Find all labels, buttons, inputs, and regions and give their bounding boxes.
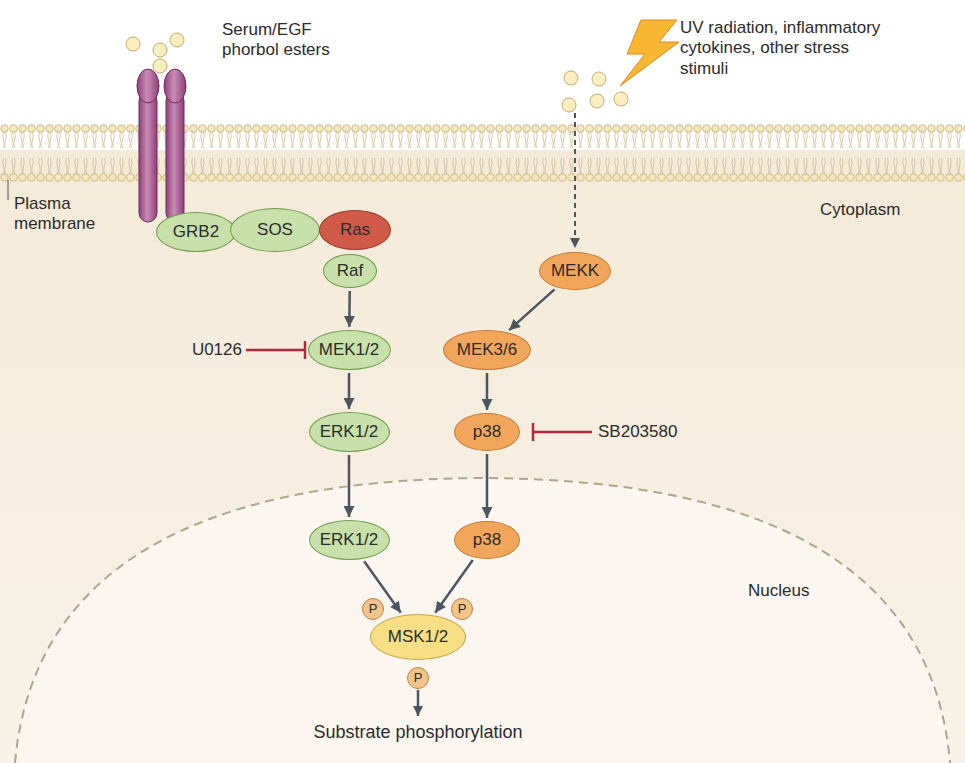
phospho-circle: P: [451, 598, 473, 620]
inhibitor-label: SB203580: [598, 422, 708, 442]
node-text: p38: [473, 423, 501, 442]
phospho-circle: P: [407, 667, 429, 689]
kinase-oval: Raf: [323, 254, 377, 288]
node-text: P: [458, 602, 467, 616]
nucleus-border: [15, 478, 950, 763]
arrow-connector: [486, 454, 489, 518]
compartment-label: Nucleus: [748, 582, 809, 601]
node-text: Raf: [337, 262, 363, 281]
arrow-connector: [348, 455, 351, 517]
kinase-oval: MEKK: [539, 252, 611, 290]
gtpase: Ras: [319, 210, 391, 250]
kinase-oval: p38: [454, 521, 520, 559]
exchange-factor: SOS: [230, 208, 320, 252]
arrow-connector: [348, 291, 351, 327]
stimulus-label: Serum/EGF phorbol esters: [222, 20, 362, 61]
arrow-connector: [348, 373, 351, 409]
inhibitor-label: U0126: [150, 340, 242, 360]
node-text: P: [369, 602, 378, 616]
node-text: MSK1/2: [388, 628, 448, 647]
node-text: GRB2: [173, 223, 219, 242]
node-text: ERK1/2: [320, 423, 379, 442]
arrow-connector: [486, 373, 489, 410]
stimulus-label: UV radiation, inflammatory cytokines, ot…: [680, 18, 885, 79]
kinase-oval: MSK1/2: [370, 614, 466, 660]
output-label: Substrate phosphorylation: [283, 722, 553, 744]
node-text: Ras: [340, 221, 370, 240]
kinase-oval: ERK1/2: [309, 412, 390, 452]
node-text: p38: [473, 531, 501, 550]
node-text: MEK3/6: [457, 341, 517, 360]
membrane-label: Plasma membrane: [14, 194, 124, 235]
node-text: MEKK: [551, 262, 599, 281]
kinase-oval: ERK1/2: [309, 520, 390, 560]
node-text: P: [414, 671, 423, 685]
nucleus-region: ERK1/2p38PPMSK1/2PNucleus: [0, 470, 965, 763]
compartment-label: Cytoplasm: [820, 200, 940, 220]
node-text: SOS: [257, 221, 293, 240]
phospho-circle: P: [362, 598, 384, 620]
nucleus-outline: [0, 470, 965, 763]
kinase-oval: MEK3/6: [443, 330, 531, 370]
kinase-oval: p38: [454, 413, 520, 451]
arrow-connector: [509, 289, 554, 330]
node-text: MEK1/2: [319, 341, 379, 360]
kinase-oval: MEK1/2: [308, 330, 391, 370]
adaptor-protein: GRB2: [156, 212, 236, 252]
node-text: ERK1/2: [320, 531, 379, 550]
